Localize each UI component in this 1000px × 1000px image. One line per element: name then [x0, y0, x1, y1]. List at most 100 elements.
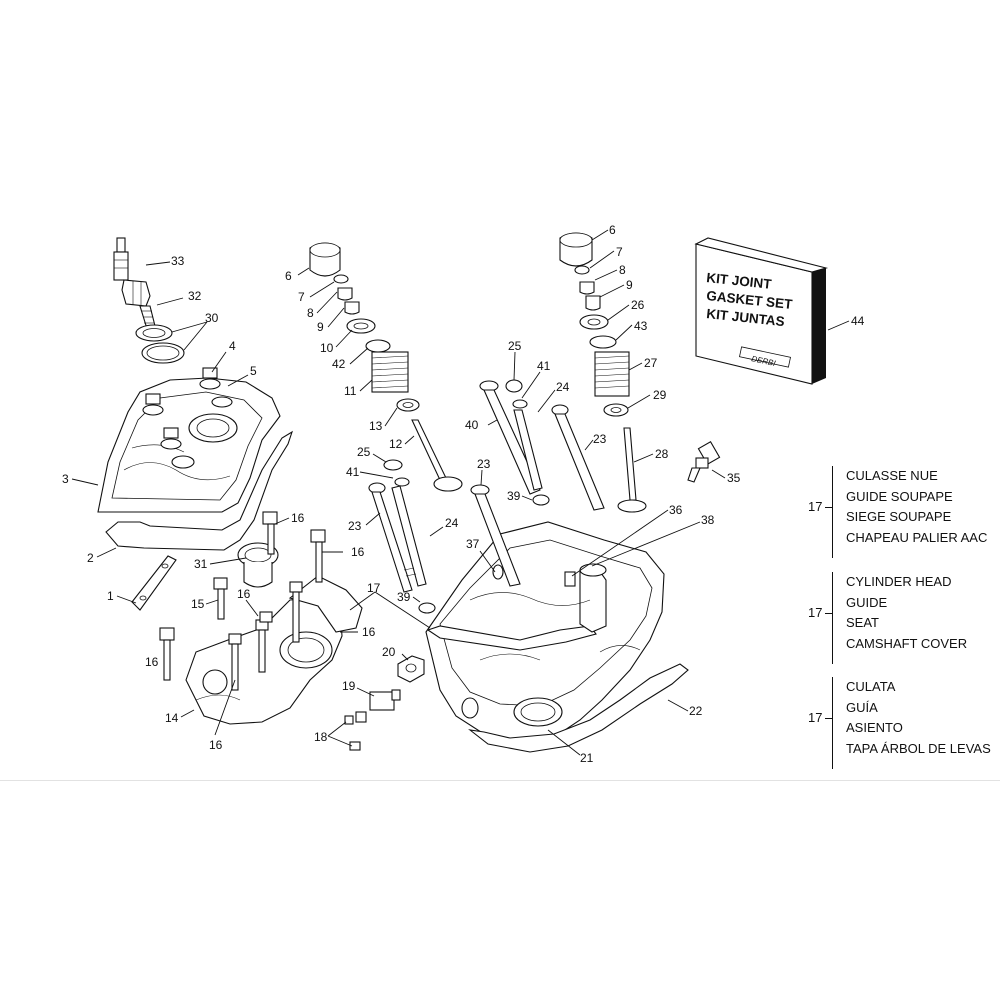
callout-7-a: 7: [298, 290, 305, 304]
callout-41-b: 41: [537, 359, 551, 373]
legend-line: CULASSE NUE: [846, 468, 938, 483]
callout-12: 12: [389, 437, 403, 451]
callout-14: 14: [165, 711, 179, 725]
chain-tensioner: [344, 655, 425, 751]
plate-1: [131, 555, 177, 611]
oil-seal-31: [237, 542, 279, 588]
legend-line: GUÍA: [846, 699, 878, 715]
callout-5: 5: [250, 364, 257, 378]
studs-right: [470, 379, 605, 587]
valve-stack-left: [309, 242, 463, 492]
callout-31: 31: [194, 557, 208, 571]
gasket-kit-box: KIT JOINT GASKET SET KIT JUNTAS DERBI: [694, 237, 829, 385]
callout-39-b: 39: [507, 489, 521, 503]
callout-24-a: 24: [445, 516, 459, 530]
callout-40: 40: [465, 418, 479, 432]
callout-23-a: 23: [348, 519, 362, 533]
callout-1: 1: [107, 589, 114, 603]
kit-box-line1: KIT JOINT: [706, 270, 773, 292]
callout-16-e: 16: [362, 625, 376, 639]
temperature-sensor: [687, 440, 721, 483]
callout-16-c: 16: [237, 587, 251, 601]
callout-33: 33: [171, 254, 185, 268]
callout-29: 29: [653, 388, 667, 402]
callout-24-b: 24: [556, 380, 570, 394]
legend-line: SIEGE SOUPAPE: [846, 509, 952, 525]
valve-stack-right: [559, 232, 647, 513]
callout-44: 44: [851, 314, 865, 328]
bolts-16: [159, 511, 326, 691]
callout-4: 4: [229, 339, 236, 353]
callout-25-a: 25: [357, 445, 371, 459]
callout-23-b: 23: [593, 432, 607, 446]
legend-line: CYLINDER HEAD: [846, 574, 952, 589]
legend-group-english: 17 CYLINDER HEAD GUIDE SEAT CAMSHAFT COV…: [800, 572, 995, 664]
callout-35: 35: [727, 471, 741, 485]
callout-21: 21: [580, 751, 594, 765]
callout-16-a: 16: [291, 511, 305, 525]
callout-17: 17: [367, 581, 381, 595]
legend-line: GUIDE SOUPAPE: [846, 488, 953, 504]
callout-22: 22: [689, 704, 703, 718]
legend-part-number: 17: [808, 710, 823, 725]
legend-group-spanish: 17 CULATA GUÍA ASIENTO TAPA ÁRBOL DE LEV…: [800, 677, 995, 769]
legend-line: GUIDE: [846, 594, 888, 610]
callout-30: 30: [205, 311, 219, 325]
callout-7-b: 7: [616, 245, 623, 259]
callout-27: 27: [644, 356, 658, 370]
legend-tick: [825, 613, 832, 614]
camshaft-cover: [185, 575, 363, 725]
callout-20: 20: [382, 645, 396, 659]
callout-10: 10: [320, 341, 334, 355]
callout-19: 19: [342, 679, 356, 693]
cylinder-head: [425, 521, 665, 741]
legend-part-number: 17: [808, 605, 823, 620]
legend-line: TAPA ÁRBOL DE LEVAS: [846, 740, 991, 756]
callout-25-b: 25: [508, 339, 522, 353]
legend-bracket: [832, 677, 833, 769]
callout-3: 3: [62, 472, 69, 486]
callout-37: 37: [466, 537, 480, 551]
callout-26: 26: [631, 298, 645, 312]
legend-line: CAMSHAFT COVER: [846, 635, 968, 651]
legend-tick: [825, 718, 832, 719]
callout-16-d: 16: [145, 655, 159, 669]
callout-8-a: 8: [307, 306, 314, 320]
legend-lines: CULATA GUÍA ASIENTO TAPA ÁRBOL DE LEVAS: [846, 677, 991, 759]
callout-16-b: 16: [351, 545, 365, 559]
head-gasket: [468, 663, 689, 753]
callout-41-a: 41: [346, 465, 360, 479]
callout-28: 28: [655, 447, 669, 461]
callout-23-c: 23: [477, 457, 491, 471]
legend-group-french: 17 CULASSE NUE GUIDE SOUPAPE SIEGE SOUPA…: [800, 466, 995, 558]
studs-left: [368, 459, 436, 614]
callout-6-b: 6: [609, 223, 616, 237]
callout-18: 18: [314, 730, 328, 744]
part-callouts: 33 32 30 4 5 3 2 1 31 15 16 16 16 16 16 …: [62, 223, 865, 765]
cover-gasket: [105, 430, 293, 551]
legend-line: CULATA: [846, 679, 896, 694]
legend-tick: [825, 507, 832, 508]
leader-lines: [71, 229, 850, 756]
callout-6-a: 6: [285, 269, 292, 283]
legend-bracket: [832, 466, 833, 558]
legend-lines: CYLINDER HEAD GUIDE SEAT CAMSHAFT COVER: [846, 572, 967, 654]
callout-9-a: 9: [317, 320, 324, 334]
legend-line: ASIENTO: [846, 720, 903, 736]
callout-38: 38: [701, 513, 715, 527]
callout-9-b: 9: [626, 278, 633, 292]
bottom-divider: [0, 780, 1000, 781]
legend-lines: CULASSE NUE GUIDE SOUPAPE SIEGE SOUPAPE …: [846, 466, 987, 548]
callout-13: 13: [369, 419, 383, 433]
legend-line: CHAPEAU PALIER AAC: [846, 529, 988, 545]
callout-8-b: 8: [619, 263, 626, 277]
callout-39-a: 39: [397, 590, 411, 604]
callout-32: 32: [188, 289, 202, 303]
callout-11: 11: [344, 384, 357, 398]
spark-plug: [113, 237, 157, 333]
callout-42: 42: [332, 357, 346, 371]
cover-bolts: [142, 367, 233, 469]
legend-line: SEAT: [846, 615, 879, 631]
callout-43: 43: [634, 319, 648, 333]
